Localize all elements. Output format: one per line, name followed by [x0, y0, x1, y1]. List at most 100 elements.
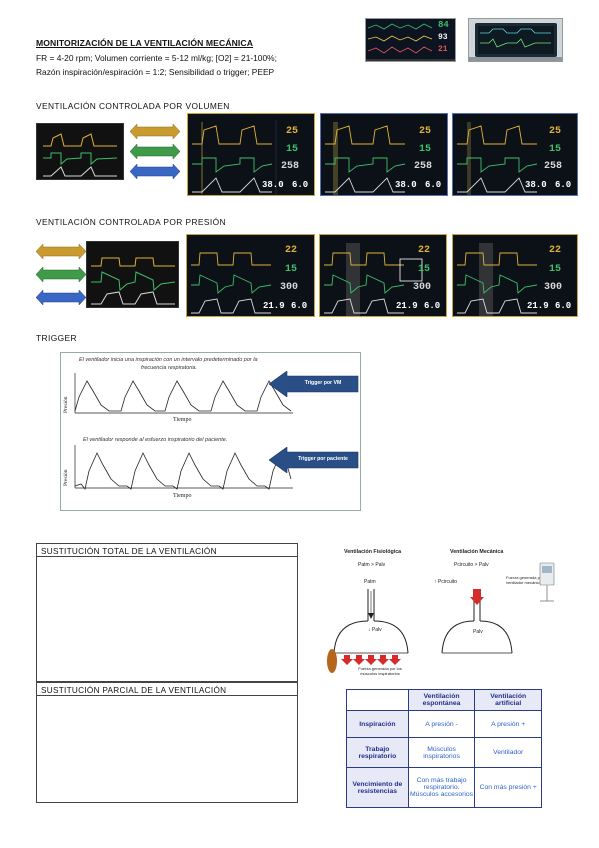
trigger-xlabel-1: Tiempo [173, 417, 192, 423]
pressure-monitor-1-waveforms [191, 252, 272, 314]
pressure-arrow-presion: PRESIÓN [35, 243, 121, 260]
trigger-text-2: El ventilador responde al esfuerzo inspi… [83, 437, 228, 443]
pressure-monitor-1-v5: 6.0 [291, 301, 308, 311]
pressure-monitor-3-v1: 22 [549, 245, 562, 256]
volume-monitor-3-v3: 258 [544, 161, 563, 172]
table-cell: Músculos inspiratorios [407, 737, 476, 768]
pressure-mini-diagram [86, 241, 179, 308]
volume-monitor-3-v5: 6.0 [555, 180, 572, 190]
pressure-monitor-1-v1: 22 [285, 245, 298, 256]
volume-section-title: VENTILACIÓN CONTROLADA POR VOLUMEN [36, 101, 230, 111]
volume-arrow-presion-shape [129, 123, 181, 140]
table-row-label: Inspiración [346, 710, 409, 738]
volume-monitor-1-v2: 15 [286, 144, 299, 155]
pressure-arrows: PRESIÓN FLUJO VOLUMEN [35, 243, 122, 306]
table-cell: A presión + [474, 710, 542, 738]
trigger-patient-arrow-shape [268, 446, 359, 474]
table-row-label: Trabajo respiratorio [346, 737, 409, 768]
photo-value-1: 84 [438, 20, 449, 30]
volume-arrow-volumen: VOLUMEN [129, 163, 216, 180]
photo-value-3: 21 [438, 45, 448, 54]
table-row: Trabajo respiratorio Músculos inspirator… [346, 737, 542, 768]
trigger-vm-arrow: Trigger por VM [268, 370, 359, 398]
pressure-monitor-1-v3: 300 [280, 282, 299, 293]
pressure-section-title: VENTILACIÓN CONTROLADA POR PRESIÓN [36, 217, 226, 227]
pressure-monitor-2: 22 15 300 21.9 6.0 [319, 234, 447, 317]
volume-monitor-1-waveforms [192, 120, 277, 195]
pressure-monitor-2-v4: 21.9 [396, 301, 418, 311]
physiology-diagram: Ventilación Fisiológica Ventilación Mecá… [326, 543, 566, 678]
ventilator-photo [468, 18, 563, 62]
phys-ppv: ↑ Pcircuito [434, 579, 458, 585]
phys-right-eq: Pcircuito > Palv [454, 562, 489, 568]
volume-monitor-1-v1: 25 [286, 126, 299, 137]
pressure-monitor-1-v2: 15 [285, 264, 298, 275]
phys-vent-note: Fuerza generada por el ventilador mecáni… [506, 575, 548, 585]
page-title: MONITORIZACIÓN DE LA VENTILACIÓN MECÁNIC… [36, 38, 254, 48]
pressure-monitor-2-v5: 6.0 [424, 301, 441, 311]
volume-monitor-3-v1: 25 [549, 126, 562, 137]
volume-monitor-2-v1: 25 [419, 126, 432, 137]
parameters-line-2: Razón inspiración/espiración = 1:2; Sens… [36, 67, 275, 77]
pressure-monitor-3-v5: 6.0 [555, 301, 572, 311]
table-cell: Con más trabajo respiratorio. Músculos a… [407, 767, 476, 808]
phys-left-eq: Patm > Palv [358, 562, 386, 568]
volume-monitor-2-v3: 258 [414, 161, 433, 172]
monitor-photo-1: 84 93 21 [365, 18, 456, 62]
ventilator-photo-graphic [469, 19, 562, 61]
trigger-figure: El ventilador inicia una inspiración con… [60, 352, 361, 511]
phys-left-title: Ventilación Fisiológica [344, 549, 402, 555]
volume-arrows: PRESIÓN FLUJO VOLUMEN [129, 123, 216, 180]
pressure-monitor-3-waveforms [457, 243, 538, 316]
volume-monitor-3-waveforms [457, 122, 538, 195]
pressure-monitor-3-v4: 21.9 [527, 301, 549, 311]
volume-monitor-1-v3: 258 [281, 161, 300, 172]
volume-monitor-1-v4: 38.0 [262, 180, 284, 190]
volume-arrow-flujo: FLUJO [129, 143, 213, 160]
partial-substitution-title: SUSTITUCIÓN PARCIAL DE LA VENTILACIÓN [37, 683, 297, 696]
table-row-label: Vencimiento de resistencias [346, 767, 409, 808]
pressure-monitor-1: 22 15 300 21.9 6.0 [186, 234, 315, 317]
volume-monitor-2: 25 15 258 38.0 6.0 [320, 113, 448, 196]
trigger-patient-arrow: Trigger por paciente [268, 446, 359, 474]
table-cell: Ventilador [474, 737, 542, 768]
pressure-monitor-3: 22 15 300 21.9 6.0 [452, 234, 578, 317]
volume-monitor-1-v5: 6.0 [292, 180, 309, 190]
volume-mini-waveforms [43, 133, 118, 177]
table-header-row: Ventilación espontánea Ventilación artif… [346, 689, 542, 711]
volume-arrow-flujo-shape [129, 143, 181, 160]
pressure-monitor-2-v1: 22 [418, 245, 431, 256]
volume-monitor-3-v4: 38.0 [525, 180, 547, 190]
trigger-vm-arrow-shape [268, 370, 359, 398]
pressure-monitor-3-v2: 15 [549, 264, 562, 275]
pressure-monitor-1-v4: 21.9 [263, 301, 285, 311]
phys-palv-right: Palv [473, 629, 483, 635]
pressure-arrow-volumen-shape [35, 289, 87, 306]
table-cell: Con más presión + [474, 767, 542, 808]
volume-monitor-3-v2: 15 [549, 144, 562, 155]
comparison-table: Ventilación espontánea Ventilación artif… [346, 689, 542, 808]
table-col-artificial: Ventilación artificial [474, 689, 542, 711]
table-corner [346, 689, 409, 711]
monitor-photo-1-graphic [366, 19, 455, 61]
trigger-text-1b: frecuencia respiratoria. [141, 365, 197, 371]
table-row: Vencimiento de resistencias Con más trab… [346, 767, 542, 808]
trigger-text-1a: El ventilador inicia una inspiración con… [79, 357, 258, 363]
total-substitution-box: SUSTITUCIÓN TOTAL DE LA VENTILACIÓN [36, 543, 298, 682]
trigger-ylabel-2: Presión [63, 469, 69, 487]
volume-monitor-2-waveforms [325, 122, 406, 195]
trigger-vm-label: Trigger por VM [304, 380, 342, 386]
volume-monitor-2-v2: 15 [419, 144, 432, 155]
total-substitution-title: SUSTITUCIÓN TOTAL DE LA VENTILACIÓN [37, 544, 297, 557]
trigger-patient-label: Trigger por paciente [298, 456, 348, 462]
volume-arrow-volumen-shape [129, 163, 181, 180]
phys-muscle-note: Fuerza generada por los músculos inspira… [358, 666, 402, 676]
volume-mini-diagram [36, 123, 124, 180]
volume-monitor-2-v5: 6.0 [425, 180, 442, 190]
trigger-xlabel-2: Tiempo [173, 493, 192, 499]
pressure-monitor-2-waveforms [324, 243, 423, 316]
trigger-waveforms [74, 373, 293, 490]
volume-monitor-2-v4: 38.0 [395, 180, 417, 190]
parameters-line-1: FR = 4-20 rpm; Volumen corriente = 5-12 … [36, 53, 277, 63]
photo-value-2: 93 [438, 33, 448, 42]
